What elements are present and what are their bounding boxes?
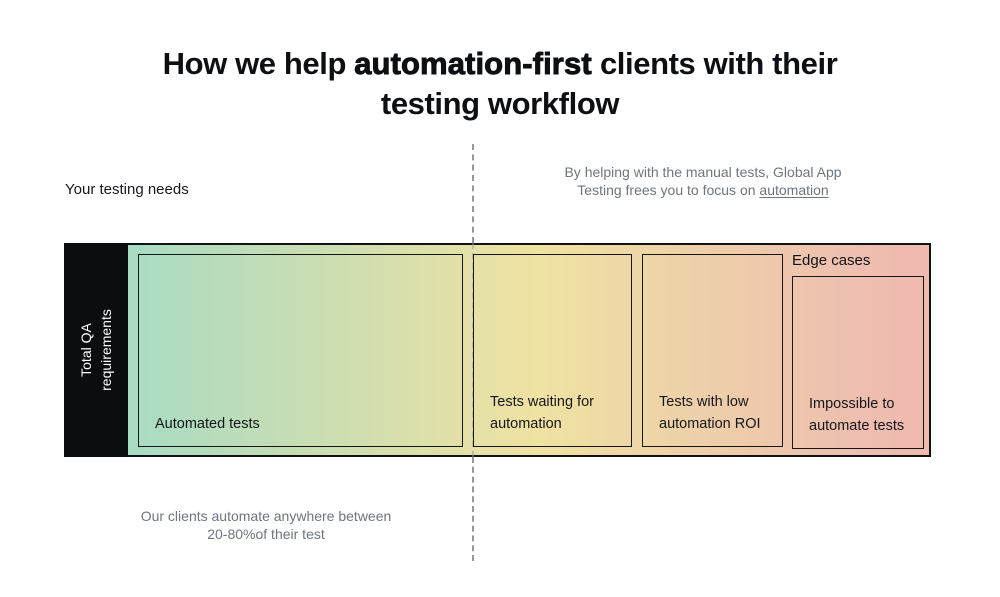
segment-automated-tests: Automated tests (138, 254, 463, 447)
total-qa-requirements-label: Total QA requirements (78, 309, 115, 391)
segment-label: Impossible to automate tests (809, 396, 905, 434)
title-emphasis: automation-first (354, 46, 592, 82)
title-line-1: How we help automation-first clients wit… (0, 44, 1000, 84)
segment-label: Automated tests (155, 415, 260, 432)
your-testing-needs-label: Your testing needs (65, 181, 189, 198)
bottom-annotation-line-2: 20-80%of their test (207, 525, 325, 542)
title-text: clients with their (591, 46, 838, 81)
qa-gradient-bar (64, 243, 931, 457)
automation-link[interactable]: automation (759, 181, 829, 198)
right-annotation-line-2: Testing frees you to focus on automation (577, 181, 829, 198)
bottom-annotation-line-1: Our clients automate anywhere between (140, 508, 392, 524)
segment-impossible-to-automate-tests: Impossible to automate tests (792, 276, 924, 449)
divider-dashed-line-top (472, 144, 474, 243)
segment-tests-waiting-for-automation: Tests waiting for automation (473, 254, 632, 447)
right-annotation: By helping with the manual tests, Global… (543, 164, 863, 199)
right-annotation-line-1: By helping with the manual tests, Global… (564, 164, 842, 180)
segment-label: Tests with low automation ROI (659, 394, 761, 432)
divider-dashed-line-bottom (472, 457, 474, 561)
title-text: How we help (162, 46, 355, 81)
segment-tests-with-low-automation-roi: Tests with low automation ROI (642, 254, 783, 447)
bottom-annotation: Our clients automate anywhere between 20… (116, 508, 416, 543)
page-title: How we help automation-first clients wit… (0, 44, 1000, 124)
edge-cases-label: Edge cases (792, 252, 871, 269)
title-line-2: testing workflow (380, 86, 620, 121)
segment-label: Tests waiting for automation (490, 394, 594, 432)
total-qa-requirements-box: Total QA requirements (64, 243, 128, 457)
